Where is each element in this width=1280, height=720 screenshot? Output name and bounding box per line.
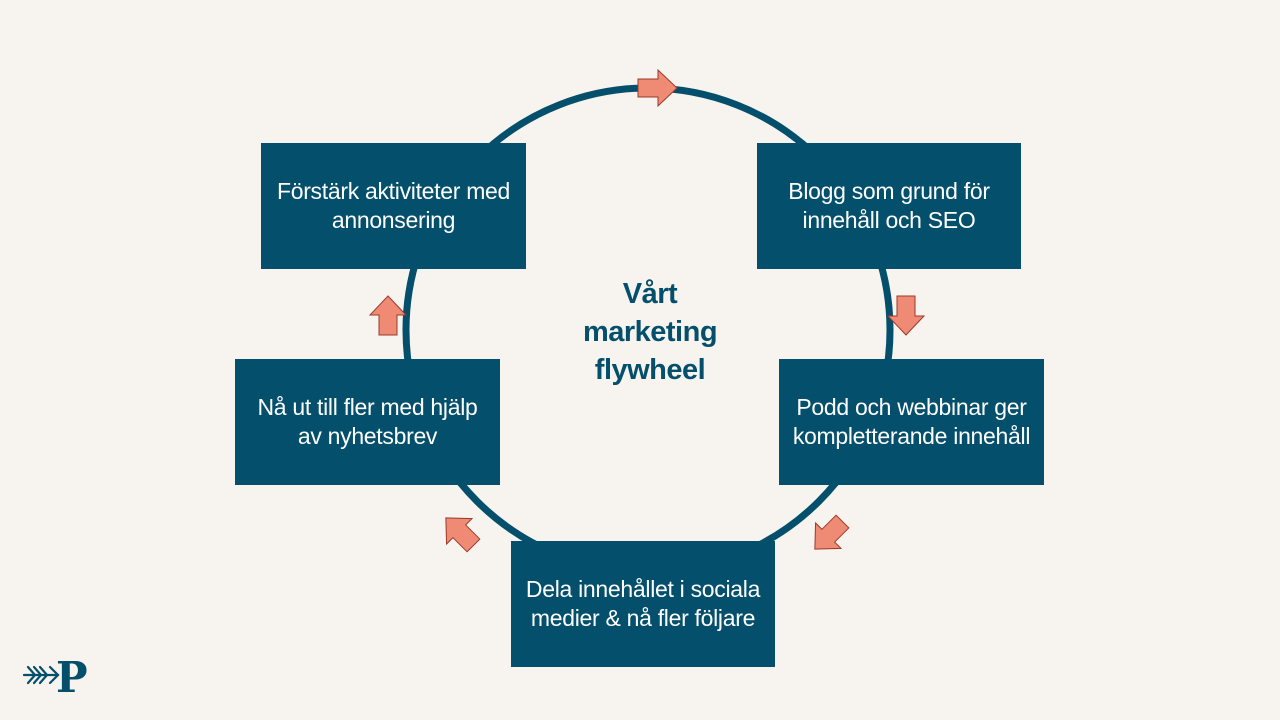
diagram-title: Vårt marketing flywheel (582, 278, 718, 386)
cycle-arrow-left-upper (368, 295, 408, 336)
cycle-arrow-left-lower (445, 517, 481, 553)
cycle-arrow-top (637, 68, 678, 108)
cycle-arrow-right-upper (886, 295, 926, 336)
step-text-newsletter: Nå ut till fler med hjälp av nyhetsbrev (257, 394, 478, 449)
step-box-blog: Blogg som grund för innehåll och SEO (757, 143, 1021, 269)
step-box-ads: Förstärk aktiviteter med annonsering (261, 143, 526, 269)
cycle-arrow-right-lower (814, 514, 850, 550)
brand-logo: P (22, 653, 88, 698)
step-box-podcast: Podd och webbinar ger kompletterande inn… (779, 359, 1044, 485)
step-text-podcast: Podd och webbinar ger kompletterande inn… (792, 394, 1031, 449)
step-text-blog: Blogg som grund för innehåll och SEO (788, 178, 990, 233)
step-text-social: Dela innehållet i sociala medier & nå fl… (525, 576, 761, 631)
step-text-ads: Förstärk aktiviteter med annonsering (276, 178, 511, 233)
step-box-social: Dela innehållet i sociala medier & nå fl… (511, 541, 775, 667)
logo-letter: P (56, 653, 88, 698)
step-box-newsletter: Nå ut till fler med hjälp av nyhetsbrev (235, 359, 500, 485)
arrow-feather-icon (22, 665, 60, 685)
